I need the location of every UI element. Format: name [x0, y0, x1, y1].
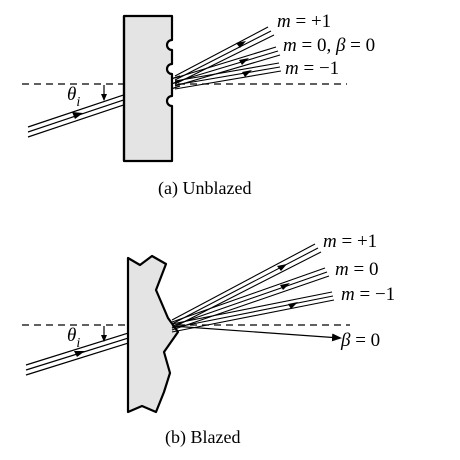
theta-label-a: θi — [67, 84, 80, 110]
order-minus1-b — [171, 291, 335, 333]
order-minus1-a — [174, 62, 282, 90]
order-label-plus1-a: m = +1 — [277, 11, 331, 32]
caption-b: (b) Blazed — [165, 427, 240, 448]
order-label-minus1-a: m = −1 — [285, 58, 339, 79]
beta-label-b: β = 0 — [340, 330, 380, 351]
order-zero-b — [171, 267, 330, 331]
grating-unblazed — [122, 14, 174, 163]
panel-b-blazed: θi m = +1 m = 0 m = −1 β = 0 (b) Blazed — [22, 231, 395, 448]
theta-label-b: θi — [67, 325, 80, 351]
order-zero-a — [174, 46, 281, 87]
panel-a-unblazed: θi m = +1 m = 0, β = 0 m = −1 (a) Unblaz… — [22, 11, 375, 199]
incident-arrow-a — [72, 112, 83, 119]
order-plus1-a — [174, 26, 275, 85]
grating-blazed — [126, 254, 180, 414]
order-plus1-b — [171, 243, 322, 329]
beta-zero-ray — [171, 325, 342, 342]
order-label-plus1-b: m = +1 — [323, 231, 377, 252]
order-label-zero-b: m = 0 — [335, 259, 378, 280]
order-label-zero-a: m = 0, β = 0 — [283, 35, 375, 56]
order-label-minus1-b: m = −1 — [341, 284, 395, 305]
incident-arrow-b — [74, 351, 85, 357]
caption-a: (a) Unblazed — [158, 178, 251, 199]
